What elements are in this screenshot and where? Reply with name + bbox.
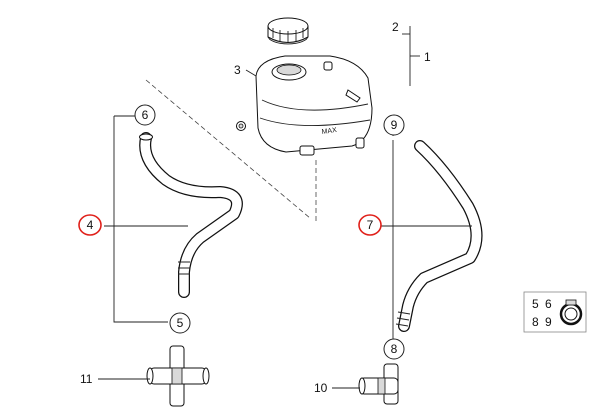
- callout-9: 9: [383, 114, 405, 136]
- leader-lines: [98, 26, 472, 389]
- svg-text:7: 7: [367, 218, 374, 232]
- clip-set-box: 5 6 8 9: [523, 291, 587, 333]
- callout-3: 3: [234, 63, 241, 77]
- clip-label-5: 5: [532, 297, 539, 311]
- tank-embossed-text: MAX: [321, 127, 337, 136]
- callout-2: 2: [392, 20, 399, 34]
- clip-label-8: 8: [532, 315, 539, 329]
- svg-text:9: 9: [391, 118, 398, 132]
- connector-part-11: [146, 345, 210, 407]
- callout-6: 6: [134, 104, 156, 126]
- callouts: 1 2 3 6 4 5 9 7 8 11 10: [78, 20, 431, 395]
- connector-part-10: [358, 363, 399, 405]
- callout-1: 1: [424, 50, 431, 64]
- svg-text:8: 8: [391, 342, 398, 356]
- hose-part-4: [139, 132, 243, 298]
- callout-5: 5: [169, 312, 191, 334]
- svg-text:6: 6: [142, 108, 149, 122]
- expansion-tank: MAX: [255, 55, 373, 156]
- clip-label-9: 9: [545, 315, 552, 329]
- svg-text:5: 5: [177, 316, 184, 330]
- svg-text:4: 4: [87, 218, 94, 232]
- callout-10: 10: [314, 381, 328, 395]
- callout-8: 8: [383, 338, 405, 360]
- tank-cap: [267, 17, 309, 45]
- clip-label-6: 6: [545, 297, 552, 311]
- callout-4-highlighted: 4: [78, 214, 102, 236]
- callout-7-highlighted: 7: [358, 214, 382, 236]
- hose-clamp-icon: [559, 299, 583, 326]
- callout-11: 11: [80, 372, 93, 386]
- mounting-nut: [236, 121, 246, 131]
- hose-part-7: [395, 140, 483, 332]
- dashed-guide-lines: [145, 79, 317, 222]
